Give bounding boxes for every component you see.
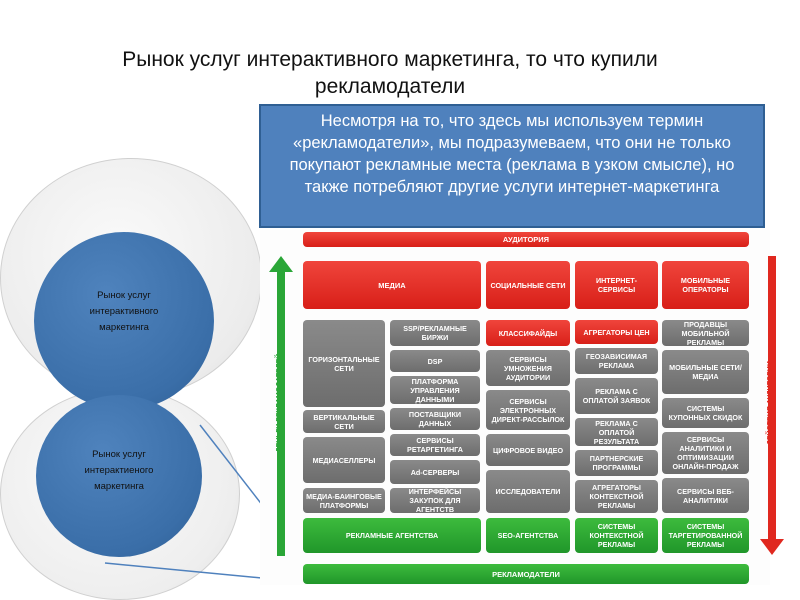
affiliate-programs: ПАРТНЕРСКИЕ ПРОГРАММЫ: [575, 450, 658, 476]
left-up-arrow-icon: [269, 256, 293, 556]
inner-circle-top: Рынок услуг интерактивного маркетинга: [34, 232, 214, 410]
right-down-arrow-icon: [760, 256, 784, 555]
horizontal-networks: ГОРИЗОНТАЛЬНЫЕ СЕТИ: [303, 320, 385, 407]
coupon-discount-systems: СИСТЕМЫ КУПОННЫХ СКИДОК: [662, 398, 749, 428]
retargeting-services: СЕРВИСЫ РЕТАРГЕТИНГА: [390, 434, 480, 456]
pay-per-result-ads: РЕКЛАМА С ОПЛАТОЙ РЕЗУЛЬТАТА: [575, 418, 658, 446]
vertical-networks: ВЕРТИКАЛЬНЫЕ СЕТИ: [303, 410, 385, 433]
digital-video: ЦИФРОВОЕ ВИДЕО: [486, 434, 570, 466]
targeted-ad-systems: СИСТЕМЫ ТАРГЕТИРОВАННОЙ РЕКЛАМЫ: [662, 518, 749, 553]
inner-circle-bottom: Рынок услуг интерактиеного маркетинга: [36, 395, 202, 557]
ad-servers: Ad-СЕРВЕРЫ: [390, 460, 480, 484]
header-internet-services: ИНТЕРНЕТ-СЕРВИСЫ: [575, 261, 658, 309]
header-media: МЕДИА: [303, 261, 481, 309]
email-direct-services: СЕРВИСЫ ЭЛЕКТРОННЫХ ДИРЕКТ-РАССЫЛОК: [486, 390, 570, 430]
circle-top-label: Рынок услуг интерактивного маркетинга: [89, 290, 159, 333]
media-sellers: МЕДИАСЕЛЛЕРЫ: [303, 437, 385, 483]
contextual-ad-systems: СИСТЕМЫ КОНТЕКСТНОЙ РЕКЛАМЫ: [575, 518, 658, 553]
left-arrow-label: ДЕНЬГИ РЕКЛАМОДАТЕЛЕЙ: [276, 353, 283, 453]
ssp-exchanges: SSP/РЕКЛАМНЫЕ БИРЖИ: [390, 320, 480, 346]
classifieds: КЛАССИФАЙДЫ: [486, 320, 570, 346]
header-social: СОЦИАЛЬНЫЕ СЕТИ: [486, 261, 570, 309]
researchers: ИССЛЕДОВАТЕЛИ: [486, 470, 570, 513]
audience-multiplication-services: СЕРВИСЫ УМНОЖЕНИЯ АУДИТОРИИ: [486, 350, 570, 386]
media-buying-platforms: МЕДИА-БАИНГОВЫЕ ПЛАТФОРМЫ: [303, 488, 385, 513]
sales-analytics-services: СЕРВИСЫ АНАЛИТИКИ И ОПТИМИЗАЦИИ ОНЛАЙН-П…: [662, 432, 749, 474]
dsp: DSP: [390, 350, 480, 372]
price-aggregators: АГРЕГАТОРЫ ЦЕН: [575, 320, 658, 344]
web-analytics-services: СЕРВИСЫ ВЕБ-АНАЛИТИКИ: [662, 478, 749, 513]
data-management-platform: ПЛАТФОРМА УПРАВЛЕНИЯ ДАННЫМИ: [390, 376, 480, 404]
geo-dependent-ads: ГЕОЗАВИСИМАЯ РЕКЛАМА: [575, 348, 658, 374]
slide-title: Рынок услуг интерактивного маркетинга, т…: [122, 48, 658, 98]
data-suppliers: ПОСТАВЩИКИ ДАННЫХ: [390, 408, 480, 430]
seo-agencies: SEO-АГЕНТСТВА: [486, 518, 570, 553]
callout-box: Несмотря на то, что здесь мы используем …: [259, 104, 765, 228]
mobile-networks-media: МОБИЛЬНЫЕ СЕТИ/ МЕДИА: [662, 350, 749, 394]
agency-purchase-interfaces: ИНТЕРФЕЙСЫ ЗАКУПОК ДЛЯ АГЕНТСТВ: [390, 487, 480, 514]
contextual-ad-aggregators: АГРЕГАТОРЫ КОНТЕКСТНОЙ РЕКЛАМЫ: [575, 480, 658, 513]
header-mobile: МОБИЛЬНЫЕ ОПЕРАТОРЫ: [662, 261, 749, 309]
circle-bottom-label: Рынок услуг интерактиеного маркетинга: [84, 449, 154, 492]
advertisers-bar: РЕКЛАМОДАТЕЛИ: [303, 564, 749, 584]
right-arrow-label: ДЕЙСТВИЯ АУДИТОРИИ: [767, 361, 774, 445]
mobile-ad-sellers: ПРОДАВЦЫ МОБИЛЬНОЙ РЕКЛАМЫ: [662, 320, 749, 347]
pay-per-lead-ads: РЕКЛАМА С ОПЛАТОЙ ЗАЯВОК: [575, 378, 658, 414]
ad-agencies: РЕКЛАМНЫЕ АГЕНТСТВА: [303, 518, 481, 553]
audience-bar: АУДИТОРИЯ: [303, 232, 749, 247]
